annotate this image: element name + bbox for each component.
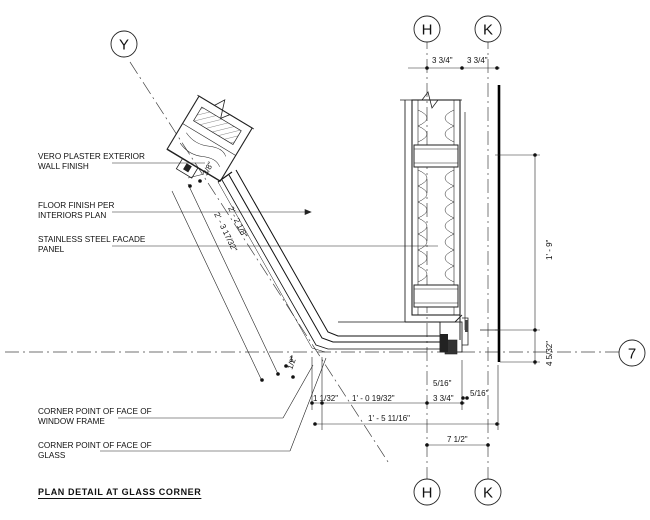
- grid-bubble-k-bottom: K: [474, 478, 502, 506]
- note-window-frame-corner: CORNER POINT OF FACE OF WINDOW FRAME: [38, 407, 152, 426]
- dim-top-left: 3 3/4": [432, 56, 453, 65]
- grid-bubble-y: Y: [110, 30, 138, 58]
- dim-vertical-small: 4 5/32": [545, 341, 554, 366]
- dim-h-right: 3 3/4": [433, 394, 454, 403]
- grid-bubble-h-top: H: [413, 15, 441, 43]
- dim-h-mid: 1' - 0 19/32": [352, 394, 395, 403]
- note-glass-corner: CORNER POINT OF FACE OF GLASS: [38, 441, 152, 460]
- grid-label-7: 7: [628, 346, 636, 363]
- grid-bubble-k-top: K: [474, 15, 502, 43]
- dim-sixteenth-a: 5/16": [433, 379, 452, 388]
- dim-corner-a: 1: [289, 355, 294, 364]
- right-wall-assembly: [400, 91, 469, 355]
- leader-lines: [100, 162, 438, 452]
- dim-h-long: 1' - 5 11/16": [368, 414, 410, 423]
- dim-top-right: 3 3/4": [467, 56, 488, 65]
- drawing-title: PLAN DETAIL AT GLASS CORNER: [38, 487, 202, 497]
- dim-vertical-main: 1' - 9": [545, 239, 554, 260]
- note-floor-finish: FLOOR FINISH PER INTERIORS PLAN: [38, 201, 115, 220]
- grid-label-h-top: H: [422, 22, 433, 39]
- glazing-assembly: [217, 169, 448, 353]
- grid-bubble-7: 7: [618, 339, 646, 367]
- note-stainless-panel: STAINLESS STEEL FACADE PANEL: [38, 235, 146, 254]
- grid-line-y: [129, 61, 391, 466]
- dim-sixteenth-b: 5/16": [470, 389, 489, 398]
- dim-h-small: 1 1/32": [313, 394, 338, 403]
- grid-label-k-top: K: [483, 22, 493, 39]
- note-vero-plaster: VERO PLASTER EXTERIOR WALL FINISH: [38, 152, 145, 171]
- left-wall-assembly: [166, 94, 255, 182]
- dimension-dots: [188, 66, 537, 447]
- dimension-lines: [171, 67, 540, 446]
- grid-label-y: Y: [119, 37, 129, 54]
- dim-corner-b: 1/2": [285, 354, 298, 370]
- grid-label-h-bottom: H: [422, 485, 433, 502]
- grid-bubble-h-bottom: H: [413, 478, 441, 506]
- dim-h-bottom: 7 1/2": [447, 435, 468, 444]
- grid-label-k-bottom: K: [483, 485, 493, 502]
